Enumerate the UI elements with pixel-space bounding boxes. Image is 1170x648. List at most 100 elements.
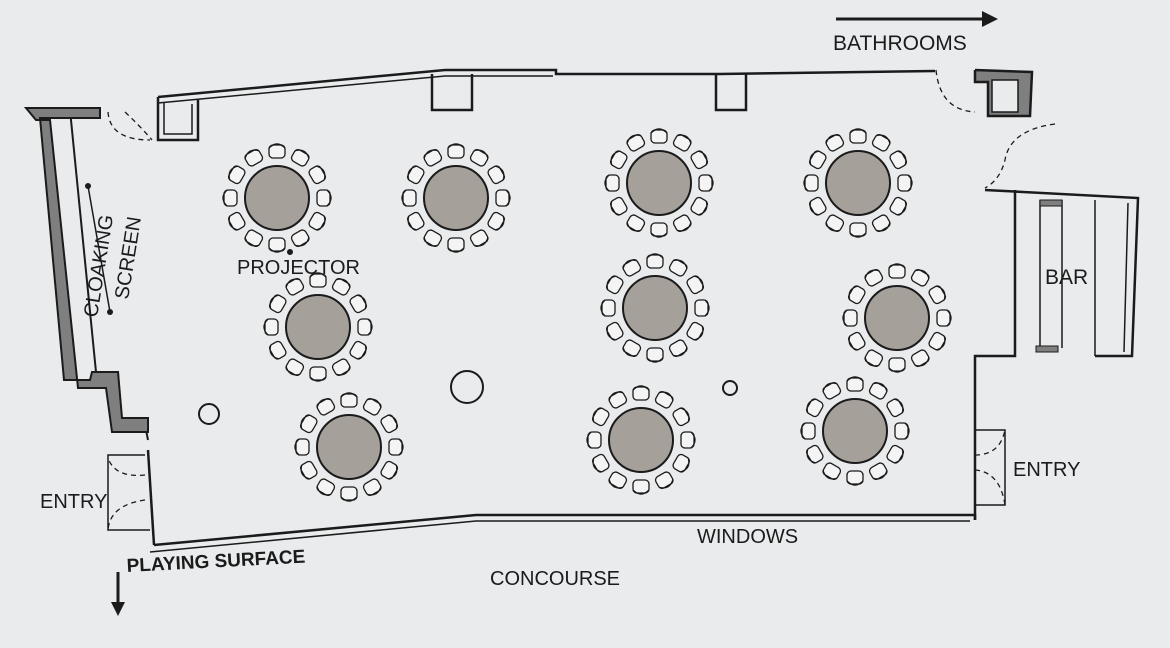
chair [928, 331, 947, 351]
chair [263, 318, 279, 336]
chair [340, 486, 358, 502]
chair [268, 237, 286, 253]
chair [285, 358, 305, 377]
columns [198, 370, 738, 425]
chair [672, 214, 692, 233]
chair [886, 398, 905, 418]
chair [608, 390, 628, 409]
chair [847, 331, 866, 351]
chair [849, 128, 867, 144]
round-table [285, 294, 351, 360]
chair [672, 133, 692, 152]
chair [316, 189, 332, 207]
chair [447, 143, 465, 159]
chair [646, 253, 664, 269]
round-table [244, 165, 310, 231]
chair [406, 211, 425, 231]
chair [690, 150, 709, 170]
chair [331, 358, 351, 377]
chair [680, 431, 696, 449]
chair [340, 392, 358, 408]
chair [591, 407, 610, 427]
chair [388, 438, 404, 456]
chair [805, 398, 824, 418]
chair [495, 189, 511, 207]
chair [928, 285, 947, 305]
chair [357, 318, 373, 336]
chair [423, 229, 443, 248]
chair [650, 128, 668, 144]
chair [654, 390, 674, 409]
chair [805, 444, 824, 464]
projector-label: PROJECTOR [237, 257, 360, 279]
chair [686, 275, 705, 295]
chair [349, 294, 368, 314]
chair [609, 150, 628, 170]
chair [871, 133, 891, 152]
chair [886, 444, 905, 464]
chair [650, 222, 668, 238]
round-table [864, 285, 930, 351]
screen-label: SCREEN [111, 215, 146, 301]
chair [800, 422, 816, 440]
chair [268, 340, 287, 360]
entry-door-frames [107, 429, 1006, 531]
table-group [800, 376, 910, 486]
chair [290, 229, 310, 248]
chair [672, 453, 691, 473]
chair [626, 133, 646, 152]
chair [244, 229, 264, 248]
chair [586, 431, 602, 449]
chair [822, 381, 842, 400]
chair [487, 165, 506, 185]
chair [308, 211, 327, 231]
chair [894, 422, 910, 440]
chair [897, 174, 913, 192]
chair [646, 347, 664, 363]
chair [632, 479, 650, 495]
round-table [822, 398, 888, 464]
chair [349, 340, 368, 360]
chair [622, 258, 642, 277]
room-walls [68, 68, 1140, 553]
left-wall [23, 107, 149, 433]
table-group [586, 385, 696, 495]
chair [846, 470, 864, 486]
chair [294, 438, 310, 456]
bathrooms-label: BATHROOMS [833, 32, 967, 55]
column [722, 380, 738, 396]
chair [626, 214, 646, 233]
round-table [608, 407, 674, 473]
chair [447, 237, 465, 253]
chair [803, 174, 819, 192]
chair [290, 148, 310, 167]
chair [825, 133, 845, 152]
chair [309, 366, 327, 382]
round-table [316, 414, 382, 480]
chair [487, 211, 506, 231]
chair [469, 229, 489, 248]
chair [227, 165, 246, 185]
chair [654, 471, 674, 490]
chair [889, 196, 908, 216]
chair [268, 143, 286, 159]
chair [888, 263, 906, 279]
chair [331, 277, 351, 296]
table-group [803, 128, 913, 238]
bar-label: BAR [1045, 266, 1088, 289]
chair [600, 299, 616, 317]
table-group [401, 143, 511, 253]
chair [244, 148, 264, 167]
chair [888, 357, 906, 373]
chair [268, 294, 287, 314]
table-group [263, 272, 373, 382]
chair [222, 189, 238, 207]
chair [864, 349, 884, 368]
chair [864, 268, 884, 287]
table-group [604, 128, 714, 238]
chair [401, 189, 417, 207]
round-table [626, 150, 692, 216]
chair [299, 414, 318, 434]
column [450, 370, 484, 404]
chair [936, 309, 952, 327]
